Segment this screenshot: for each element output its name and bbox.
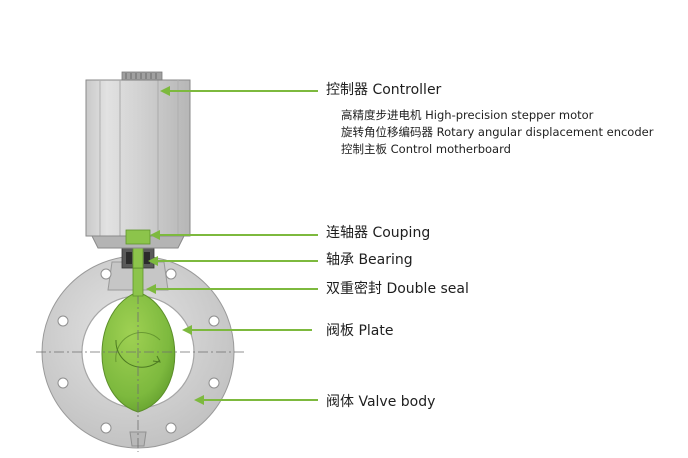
label-encoder: 旋转角位移编码器 Rotary angular displacement enc…: [341, 125, 654, 139]
label-valve-body: 阀体 Valve body: [326, 394, 436, 410]
label-double-seal: 双重密封 Double seal: [326, 281, 469, 297]
centerlines: [36, 240, 244, 452]
leader-lines: [146, 86, 318, 405]
bolt-holes: [57, 268, 220, 434]
bearing-block: [121, 247, 155, 269]
controller-box: [85, 71, 191, 249]
label-stepper-motor: 高精度步进电机 High-precision stepper motor: [341, 108, 594, 122]
label-plate: 阀板 Plate: [326, 323, 394, 339]
label-motherboard: 控制主板 Control motherboard: [341, 142, 511, 156]
label-controller: 控制器 Controller: [326, 82, 442, 98]
label-coupling: 连轴器 Couping: [326, 225, 431, 241]
coupling: [125, 229, 151, 245]
label-bearing: 轴承 Bearing: [326, 252, 413, 268]
